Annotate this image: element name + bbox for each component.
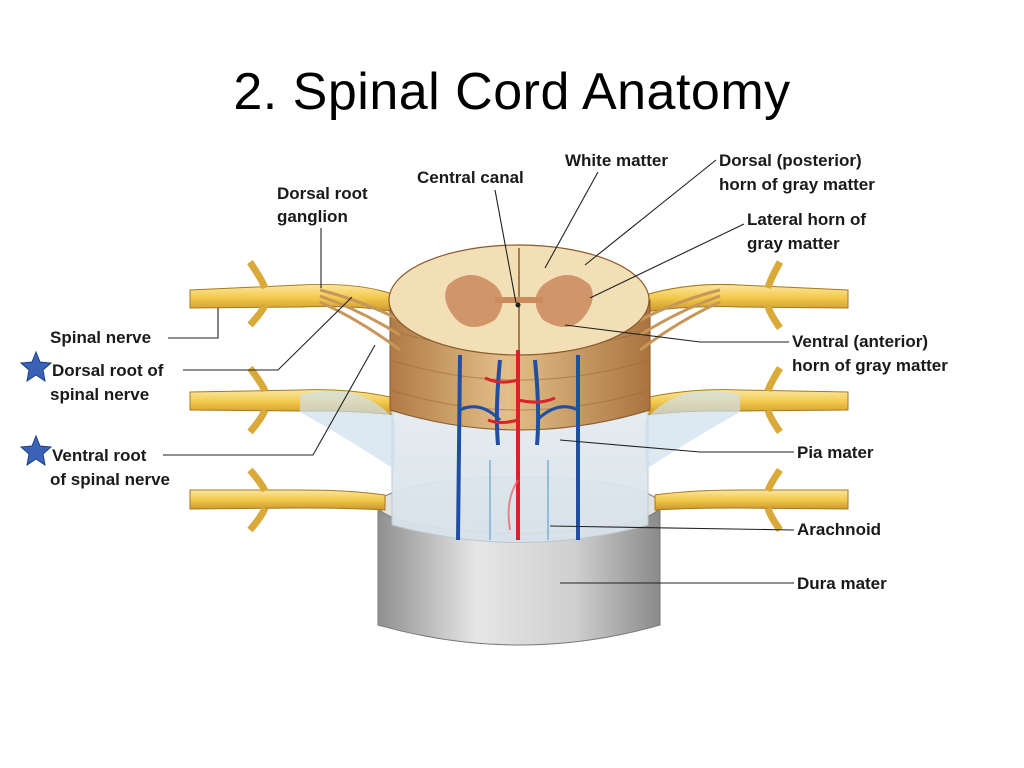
label-ventral-horn-line1: Ventral (anterior) [792,332,928,351]
label-ventral-root-line1: Ventral root [52,446,147,465]
label-white-matter: White matter [565,151,668,170]
label-dorsal-horn-line2: horn of gray matter [719,175,875,194]
label-central-canal: Central canal [417,168,524,187]
label-dorsal-root-line2: spinal nerve [50,385,149,404]
slide-title: 2. Spinal Cord Anatomy [233,63,791,121]
blood-vessels [456,350,580,541]
dorsal-root-star-icon [19,350,53,383]
label-dorsal-root-line1: Dorsal root of [52,361,164,380]
label-arachnoid: Arachnoid [797,520,881,539]
leader-lines [163,159,795,584]
label-lateral-horn-line2: gray matter [747,234,840,253]
label-lateral-horn-line1: Lateral horn of [747,210,866,229]
label-dorsal-root-ganglion-line1: Dorsal root [277,184,368,203]
label-ventral-root-line2: of spinal nerve [50,470,170,489]
label-dura-mater: Dura mater [797,574,887,593]
label-dorsal-horn-line1: Dorsal (posterior) [719,151,862,170]
cord-cross-section [388,244,650,356]
label-dorsal-root-ganglion-line2: ganglion [277,207,348,226]
label-ventral-horn-line2: horn of gray matter [792,356,948,375]
left-spinal-nerves [189,260,396,533]
right-spinal-nerves [644,260,849,533]
label-spinal-nerve: Spinal nerve [50,328,151,347]
label-pia-mater: Pia mater [797,443,874,462]
ventral-root-star-icon [19,434,53,467]
